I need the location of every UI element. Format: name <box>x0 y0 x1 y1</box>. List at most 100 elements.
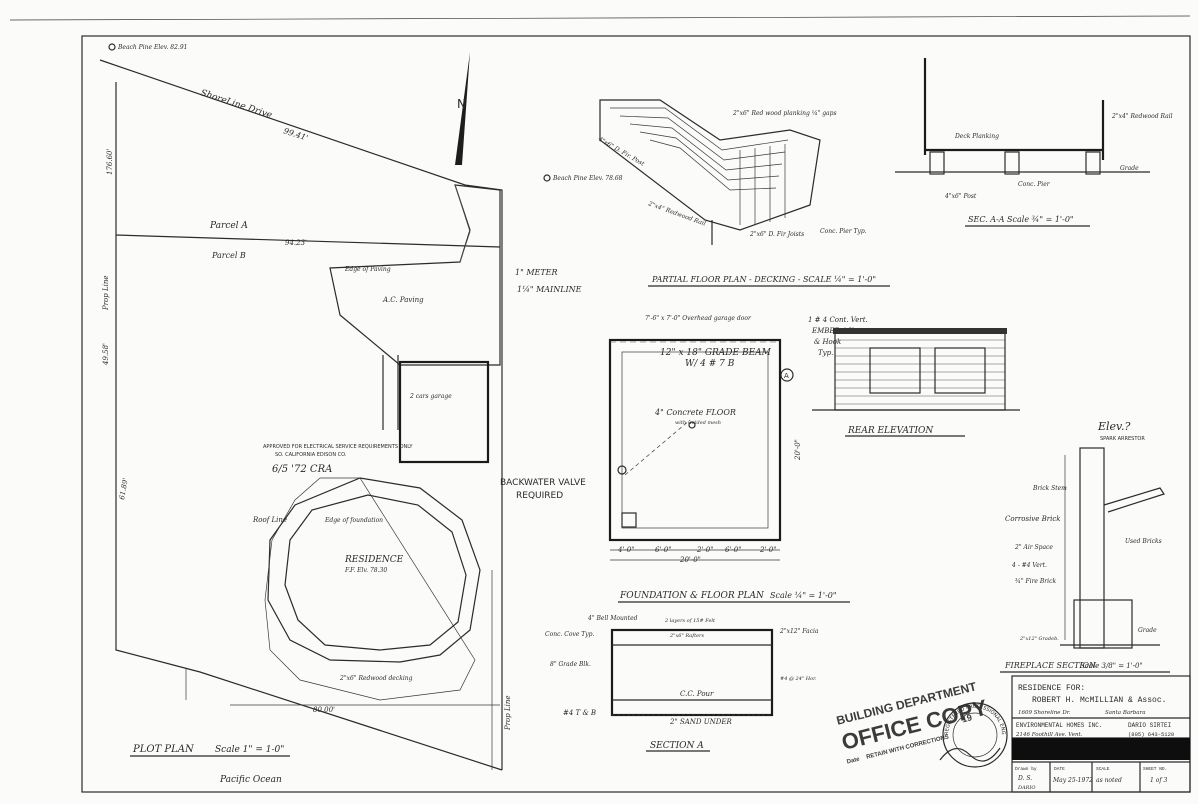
tb-owner: ROBERT H. McMILLIAN & Assoc. <box>1032 696 1166 705</box>
parcel-a-label: Parcel A <box>209 221 248 231</box>
door-note: 7'-6" x 7'-0" Overhead garage door <box>645 315 752 322</box>
dim-ab: 94.23' <box>285 239 307 247</box>
property-line-top <box>99 59 503 770</box>
sec-a-note-7: 2" SAND UNDER <box>669 718 732 726</box>
top-edge-line <box>9 15 1191 21</box>
deck-board-4 <box>639 131 780 181</box>
floor-note: 4" Concrete FLOOR <box>654 408 736 417</box>
bars-note: 1 # 4 Cont. Vert. <box>808 316 868 324</box>
parcel-b-label: Parcel B <box>211 251 246 260</box>
fp-note-8: Grade <box>1138 627 1157 634</box>
dim-left: 176.60' <box>106 149 114 175</box>
roof-line-label: Roof Line <box>252 516 287 524</box>
sec-a-note-5: 2"x6" Rafters <box>669 633 704 639</box>
ocean-label: Pacific Ocean <box>219 775 282 785</box>
sec-aa-note-1: 2"x4" Redwood Rail <box>1111 113 1173 120</box>
parcel-divider <box>115 234 501 248</box>
approval-note2: SO. CALIFORNIA EDISON CO. <box>275 452 347 458</box>
deck-note-1: 2"x6" Red wood planking ¼" gaps <box>732 110 837 117</box>
roof-section <box>1103 487 1165 513</box>
roof-line-outline <box>267 477 481 663</box>
approval-date: 6/5 '72 CRA <box>272 464 332 475</box>
sec-a-note-2: 2 layers of 15# Felt <box>664 618 716 624</box>
rear-roof-edge <box>833 328 1007 334</box>
tb-city: Santa Barbara <box>1105 710 1146 716</box>
foundation-title: FOUNDATION & FLOOR PLAN <box>619 591 765 601</box>
meter2-label: 1¼" MAINLINE <box>517 285 582 294</box>
floor-drain-icon <box>617 465 627 475</box>
sec-aa-note-4: Conc. Pier <box>1018 181 1051 188</box>
plot-plan: N Beach Pine Elev. 82.91 Beach Pine Elev… <box>99 43 623 785</box>
dim-side2: 61.89' <box>118 477 130 500</box>
seal-outer-ring <box>942 702 1008 768</box>
section-marker-label: A <box>784 372 789 380</box>
total-dim: 20'-0" <box>679 556 701 564</box>
foundation-outline <box>284 494 467 651</box>
signature <box>939 747 1001 762</box>
rear-window-2 <box>934 347 986 394</box>
office-copy-stamp: BUILDING DEPARTMENT OFFICE COPY 19 Date … <box>835 679 990 765</box>
tb-firm-address: 2146 Foothill Ave. Vent. <box>1015 732 1083 738</box>
dim-seg-1: 4'-0" <box>617 546 634 554</box>
sec-a-note-9: 2"x12" Facia <box>779 628 819 635</box>
prop-line-label: Prop Line <box>102 275 110 311</box>
engineer-seal: REGISTERED PROFESSIONAL ENGINEER <box>0 0 1008 768</box>
monument-mid-label: Beach Pine Elev. 78.68 <box>552 175 623 182</box>
fireplace-title: FIREPLACE SECTION <box>1004 661 1097 670</box>
sec-a-note-1: 4" Bell Mounted <box>587 615 638 622</box>
tb-address: 1609 Shoreline Dr. <box>1018 710 1071 716</box>
sec-aa-pier-2 <box>1004 151 1020 175</box>
tb-sheet-label: SHEET NO. <box>1143 766 1167 772</box>
tb-drawn2: DARIO <box>1017 785 1035 791</box>
driveway-edge <box>454 184 471 263</box>
seal-inner-ring <box>952 712 998 758</box>
tb-date-label: DATE <box>1054 766 1065 772</box>
section-a: 4" Bell Mounted 2 layers of 15# Felt Con… <box>545 615 819 752</box>
title-block: RESIDENCE FOR: ROBERT H. McMILLIAN & Ass… <box>1011 675 1191 793</box>
deck-board-2 <box>619 115 786 161</box>
prop-line-right-label: Prop Line <box>504 695 512 731</box>
fp-note-3: 2" Air Space <box>1014 544 1053 551</box>
sec-a-note-3: Conc. Cove Typ. <box>545 631 595 638</box>
dim-seg-5: 2'-0" <box>759 546 776 554</box>
dim-seg-3: 2'-0" <box>696 546 713 554</box>
dim-side: 49.58' <box>102 343 110 366</box>
floor-drain-2-icon <box>688 421 696 429</box>
dim-seg-4: 6'-0" <box>725 546 741 554</box>
chimney-flue <box>1079 447 1105 649</box>
tb-date: May 25-1972 <box>1052 777 1093 784</box>
stamp-date: Date <box>846 756 861 765</box>
paving-area <box>329 184 501 366</box>
rear-window-1 <box>869 347 921 394</box>
deck-title: PARTIAL FLOOR PLAN - DECKING - SCALE ¼" … <box>651 275 876 284</box>
beam-note: 12" x 18" GRADE BEAM <box>660 348 772 358</box>
tb-residence-for: RESIDENCE FOR: <box>1018 684 1085 693</box>
tb-phone: (805) 643-5120 <box>1128 731 1174 738</box>
deck-note-2: 4"x6" D. Fir. Post <box>596 135 646 168</box>
decking-label: 2"x6" Redwood decking <box>339 675 413 682</box>
sec-aa-note-3: Grade <box>1120 165 1139 172</box>
fp-note-4: Used Bricks <box>1125 538 1162 545</box>
sec-aa-pier-1 <box>929 151 945 175</box>
deck-board-3 <box>629 123 783 171</box>
dim-top: 99.41' <box>282 126 309 142</box>
meter-label: 1" METER <box>515 268 558 277</box>
fireplace-elev: Elev.? <box>1097 420 1130 433</box>
garage-footprint <box>398 360 490 464</box>
fp-note-7: 2"x12" Gradeb. <box>1019 636 1059 642</box>
north-arrow-icon <box>455 52 470 165</box>
seal-text: REGISTERED PROFESSIONAL ENGINEER <box>0 0 1006 735</box>
deck-outline-main <box>599 99 821 231</box>
residence-label: RESIDENCE <box>344 555 404 565</box>
section-marker-icon <box>780 368 794 382</box>
floor-slope-line <box>624 419 691 476</box>
backwater-label: BACKWATER VALVE <box>500 478 586 488</box>
plot-plan-scale: Scale 1" = 1-0" <box>215 745 284 755</box>
backwater2-label: REQUIRED <box>516 491 563 501</box>
sec-aa-pier-3 <box>1085 151 1101 175</box>
decking-plan: 2"x6" Red wood planking ¼" gaps 4"x6" D.… <box>596 99 890 287</box>
deck-outline <box>264 477 476 701</box>
stamp-year: 19 <box>961 712 973 724</box>
sec-a-note-10: #4 @ 24" Hor. <box>780 675 817 682</box>
